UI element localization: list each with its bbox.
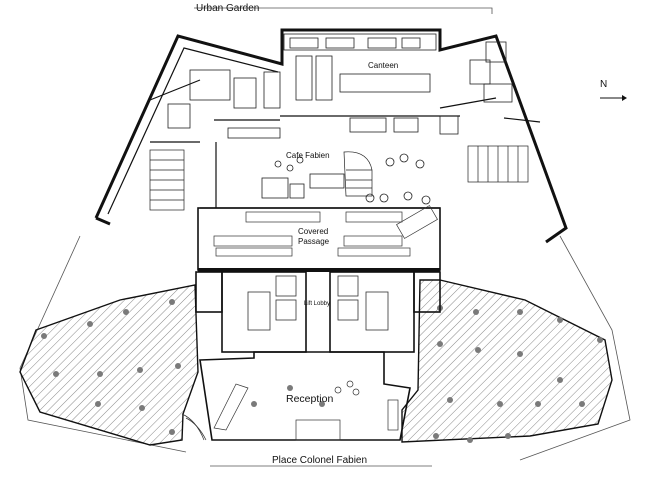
- covered-passage-line2: Passage: [298, 237, 330, 246]
- passage-south-wall: [198, 268, 440, 272]
- entrance-steps: [181, 413, 207, 441]
- reception-columns: [251, 385, 325, 407]
- stairs-east: [467, 145, 529, 183]
- lift-lobby-label: Lift Lobby: [304, 301, 331, 307]
- reception-walls: [199, 351, 411, 441]
- reception-label: Reception: [286, 393, 334, 405]
- kitchen-area: [167, 69, 281, 139]
- upper-building-walls: [94, 28, 568, 244]
- cafe-furniture: [261, 153, 431, 205]
- upper-building-inner-walls: [107, 47, 541, 215]
- site-outline: [19, 7, 631, 467]
- stairs-west: [149, 149, 185, 211]
- reception-furniture: [213, 380, 399, 441]
- wing-columns: [41, 299, 603, 443]
- place-label: Place Colonel Fabien: [272, 455, 368, 466]
- canteen-furniture: [283, 33, 513, 135]
- urban-garden-label: Urban Garden: [196, 3, 260, 14]
- north-label: N: [600, 79, 608, 90]
- core-walls: [195, 271, 441, 353]
- stairs-cafe: [343, 151, 373, 197]
- east-wing-hatched: [401, 279, 613, 443]
- north-arrow-icon: N: [598, 80, 628, 104]
- canteen-label: Canteen: [368, 61, 399, 70]
- covered-passage-line1: Covered: [298, 227, 329, 236]
- west-wing-hatched: [19, 284, 199, 446]
- lift-shafts: [247, 275, 389, 331]
- passage-seating: [213, 205, 438, 257]
- cafe-label: Cafe Fabien: [286, 151, 330, 160]
